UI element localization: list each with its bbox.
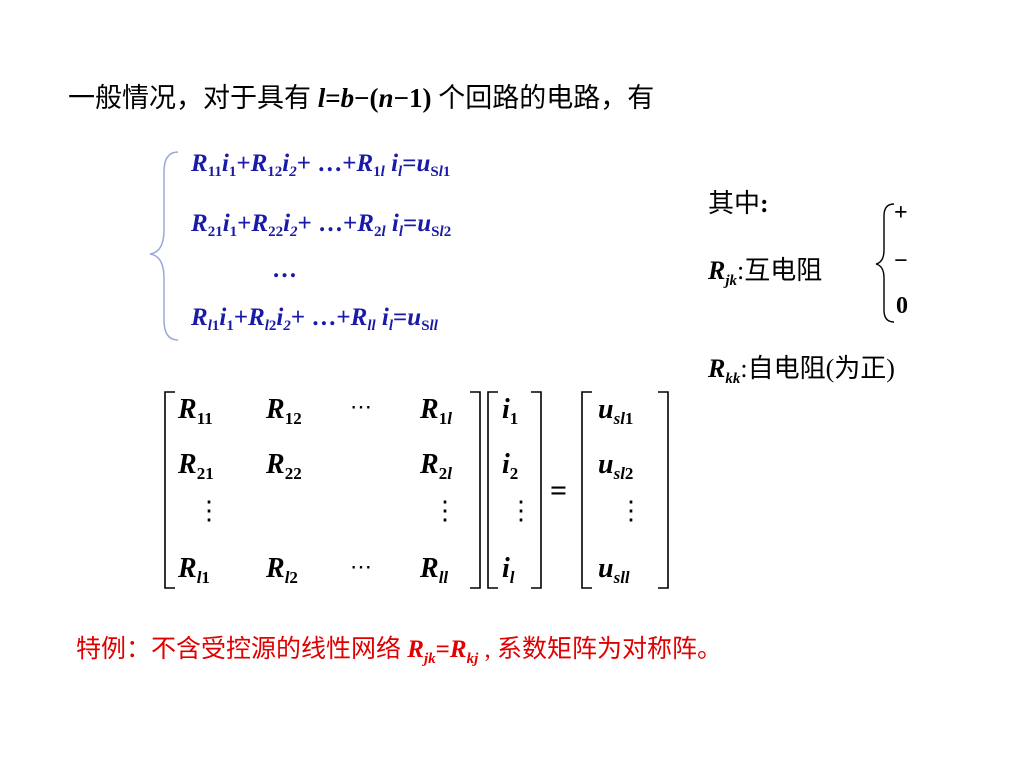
matrix-R1l: R1l <box>420 394 452 428</box>
vector-usl1: usl1 <box>598 394 634 428</box>
matrix-vdots-col1: ⋮ <box>196 496 222 525</box>
matrix-hdots-row1: ⋯ <box>350 394 372 419</box>
vector-il: il <box>502 553 515 587</box>
matrix-Rll: Rll <box>420 553 449 587</box>
note-mutual-resistance: Rjk:互电阻 <box>708 256 823 289</box>
matrix-R12: R12 <box>266 394 302 428</box>
vector-i-vdots: ⋮ <box>508 496 534 525</box>
intro-prefix: 一般情况，对于具有 <box>68 83 318 113</box>
intro-line: 一般情况，对于具有 l=b−(n−1) 个回路的电路，有 <box>68 76 654 115</box>
vector-i2: i2 <box>502 449 519 483</box>
signs-curly-brace <box>875 203 895 323</box>
matrix-R22: R22 <box>266 449 302 483</box>
intro-l: l <box>317 83 326 113</box>
equation-row-2: R21i1+R22i2+ …+R2l il=uSl2 <box>191 210 452 240</box>
intro-suffix: 个回路的电路，有 <box>431 83 655 113</box>
matrix-equals-sign: = <box>550 474 568 507</box>
intro-minus: −( <box>354 83 379 113</box>
sign-minus: − <box>894 248 908 274</box>
intro-n: n <box>378 83 394 113</box>
source-left-bracket <box>581 391 592 589</box>
intro-b: b <box>340 83 355 113</box>
intro-eq: = <box>325 83 341 113</box>
matrix-R11: R11 <box>178 394 213 428</box>
matrix-vdots-col4: ⋮ <box>432 496 458 525</box>
vector-usl2: usl2 <box>598 449 634 483</box>
matrix-R2l: R2l <box>420 449 452 483</box>
matrix-left-bracket <box>164 391 175 589</box>
vector-u-vdots: ⋮ <box>618 496 644 525</box>
sign-zero: 0 <box>896 293 908 319</box>
sign-plus: + <box>894 200 908 226</box>
current-left-bracket <box>487 391 498 589</box>
vector-usll: usll <box>598 553 630 587</box>
matrix-R21: R21 <box>178 449 214 483</box>
vector-i1: i1 <box>502 394 519 428</box>
source-right-bracket <box>658 391 669 589</box>
equation-ellipsis: … <box>272 256 297 283</box>
matrix-right-bracket <box>470 391 481 589</box>
matrix-Rl2: Rl2 <box>266 553 298 587</box>
equation-row-l: Rl1i1+Rl2i2+ …+Rll il=uSll <box>191 304 438 334</box>
left-curly-brace <box>149 151 179 341</box>
equation-row-1: R11i1+R12i2+ …+R1l il=uSl1 <box>191 150 451 180</box>
current-right-bracket <box>531 391 542 589</box>
note-self-resistance: Rkk:自电阻(为正) <box>708 354 895 387</box>
special-case-line: 特例：不含受控源的线性网络 Rjk=Rkj , 系数矩阵为对称阵。 <box>76 636 722 667</box>
note-among: 其中: <box>708 189 769 218</box>
matrix-Rl1: Rl1 <box>178 553 210 587</box>
intro-tail: −1) <box>393 83 432 113</box>
matrix-hdots-row3: ⋯ <box>350 554 372 579</box>
